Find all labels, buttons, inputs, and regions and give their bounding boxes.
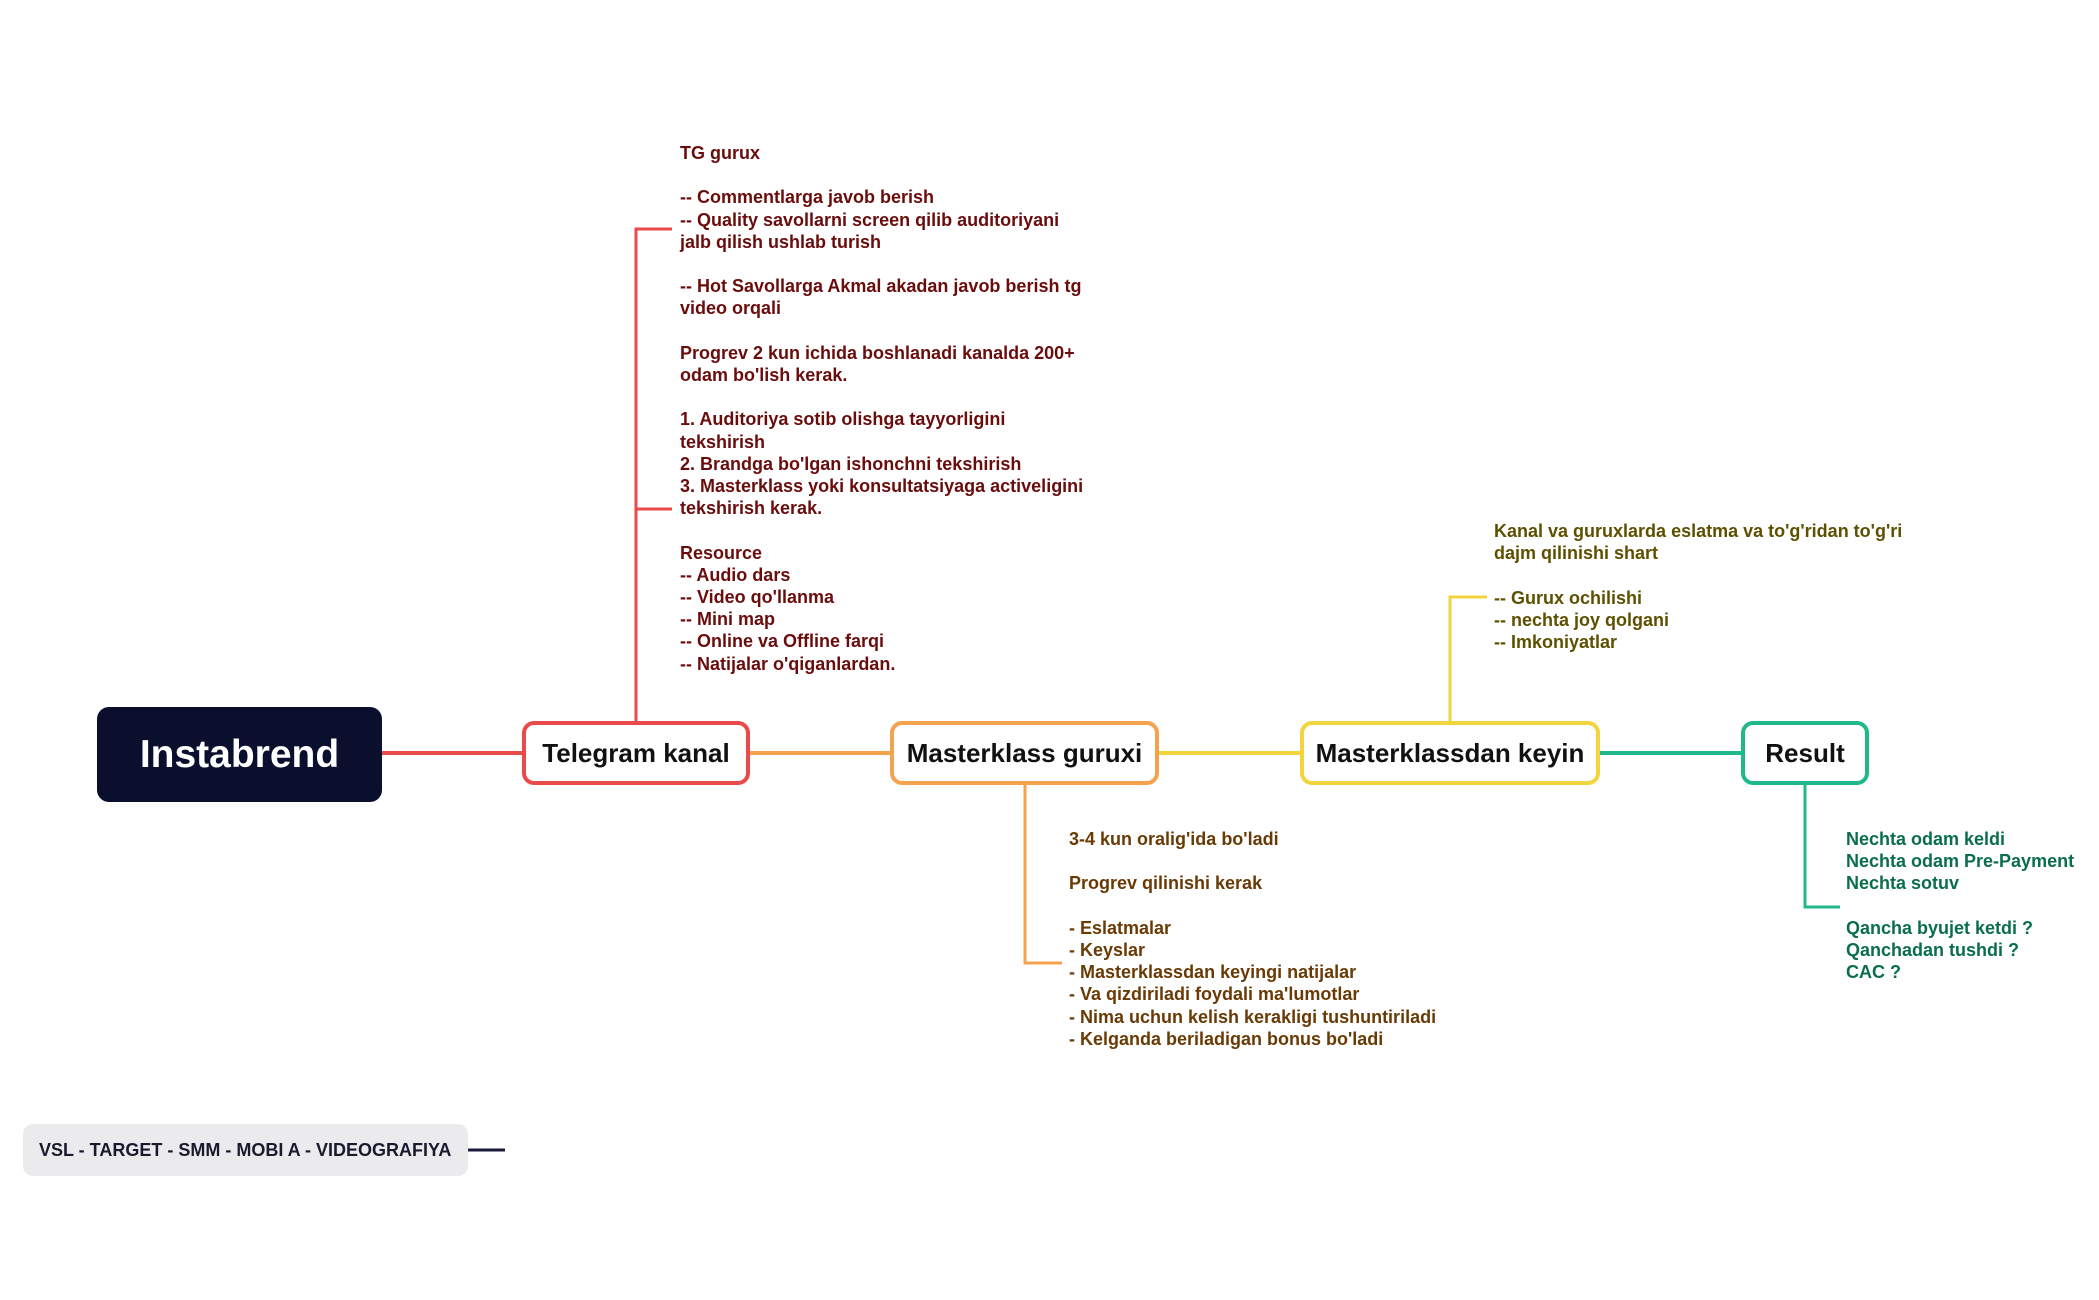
edge-result-note (1803, 785, 1840, 909)
note-masterklass[interactable]: 3-4 kun oralig'ida bo'ladi Progrev qilin… (1069, 829, 1437, 1049)
node-masterklass-guruxi[interactable]: Masterklass guruxi (890, 721, 1159, 785)
note-result[interactable]: Nechta odam keldi Nechta odam Pre-Paymen… (1846, 829, 2075, 983)
node-masterklassdan-keyin[interactable]: Masterklassdan keyin (1300, 721, 1600, 785)
node-telegram-kanal[interactable]: Telegram kanal (522, 721, 750, 785)
edge-masterklass-note (1023, 785, 1062, 965)
footer-tag[interactable]: VSL - TARGET - SMM - MOBI A - VIDEOGRAFI… (23, 1124, 468, 1176)
note-masterklassdan[interactable]: Kanal va guruxlarda eslatma va to'g'rida… (1494, 521, 1903, 653)
edge-masterklassdan-note (1448, 595, 1487, 721)
root-node-instabrend[interactable]: Instabrend (97, 707, 382, 802)
edge-telegram-note (634, 227, 672, 721)
node-result[interactable]: Result (1741, 721, 1869, 785)
note-telegram[interactable]: TG gurux -- Commentlarga javob berish --… (680, 143, 1084, 674)
